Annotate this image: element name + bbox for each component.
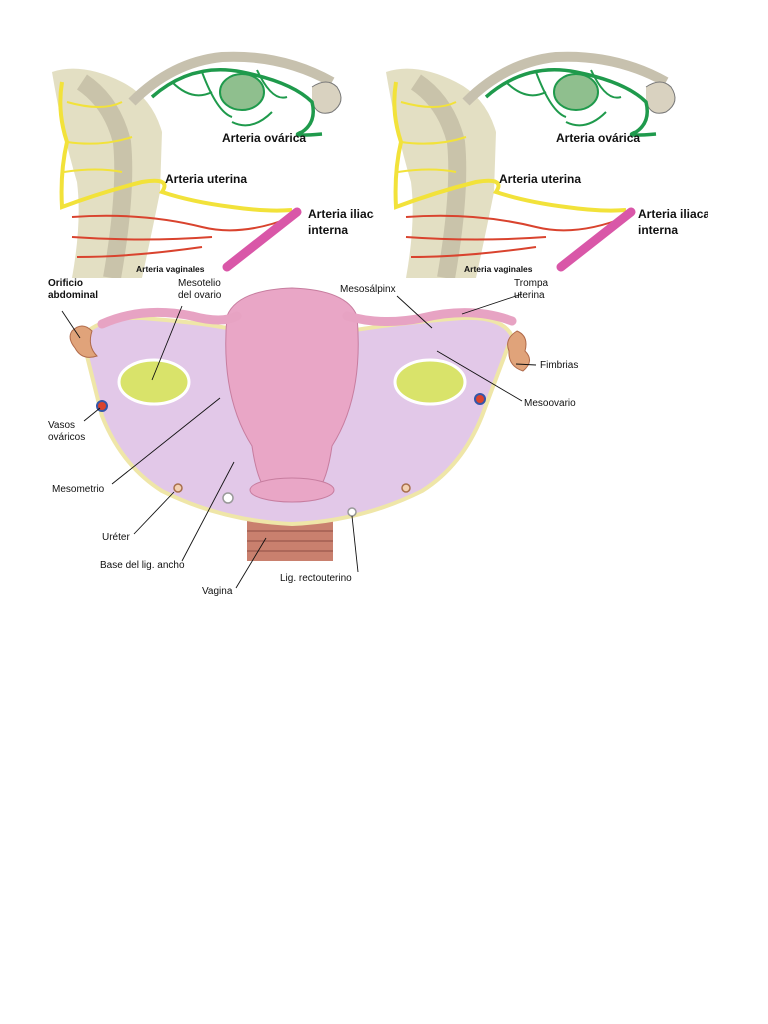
uterine-artery-line [392, 81, 627, 213]
internal-iliac-artery [222, 207, 302, 272]
label-vaginal-arteries: Arteria vaginales [136, 264, 205, 274]
label-uterine-tube-1: Trompa [514, 278, 549, 289]
label-ovary-mesothelium-1: Mesotelio [178, 278, 221, 289]
left-ovary [117, 358, 191, 406]
ovary [219, 73, 265, 111]
broad-ligament-illustration: Orificio abdominal Mesotelio del ovario … [48, 278, 578, 597]
uterus-silhouette [386, 68, 496, 278]
vaginal-arteries-lines [405, 214, 627, 258]
fimbriae-top [645, 81, 676, 114]
left-ureter [173, 483, 183, 493]
right-ureter [401, 483, 411, 493]
label-mesovarium: Mesoovario [524, 398, 576, 409]
label-uterine-tube-2: uterina [514, 290, 545, 301]
cervix [249, 477, 335, 503]
leader-lines [61, 293, 537, 589]
label-internal-iliac-1: Arteria iliaca [308, 207, 374, 221]
label-abdominal-orifice-1: Orificio [48, 278, 83, 289]
label-mesometrium: Mesometrio [52, 484, 105, 495]
label-internal-iliac-2: interna [308, 223, 348, 237]
label-vagina: Vagina [202, 586, 233, 597]
vascular-diagram-left: Arteria ovárica Arteria uterina Arteria … [42, 42, 374, 278]
label-ovarian-artery: Arteria ovárica [222, 131, 306, 145]
internal-iliac-artery [556, 207, 636, 272]
right-fimbriae [507, 330, 530, 372]
right-tube [342, 308, 517, 327]
label-broad-ligament-base: Base del lig. ancho [100, 560, 185, 571]
ovarian-artery-branches [171, 69, 288, 127]
label-internal-iliac-2: interna [638, 223, 678, 237]
fimbriae-top [311, 81, 342, 114]
uterine-wall [410, 74, 467, 278]
label-abdominal-orifice-2: abdominal [48, 290, 98, 301]
ovarian-artery-line [484, 68, 657, 137]
uterine-tube [128, 51, 335, 106]
uterine-artery-branches [397, 101, 467, 173]
label-fimbriae: Fimbrias [540, 360, 578, 371]
label-uterine-artery: Arteria uterina [165, 172, 247, 186]
label-vaginal-arteries: Arteria vaginales [464, 264, 533, 274]
label-mesosalpinx: Mesosálpinx [340, 284, 396, 295]
uterus [225, 287, 359, 492]
right-ovarian-vessels [474, 393, 486, 405]
right-ovary [393, 358, 467, 406]
label-ovarian-vessels-1: Vasos [48, 420, 75, 431]
left-tube [97, 307, 242, 329]
label-internal-iliac-1: Arteria iliaca [638, 207, 708, 221]
vaginal-arteries-lines [71, 214, 293, 258]
rectouterine-marker-left [222, 492, 234, 504]
vagina-rugae [247, 530, 333, 552]
label-ovarian-artery: Arteria ovárica [556, 131, 640, 145]
vascular-diagram-right: Arteria ovárica Arteria uterina Arteria … [376, 42, 708, 278]
vascular-illustration-left: Arteria ovárica Arteria uterina Arteria … [52, 51, 374, 278]
uterine-tube [462, 51, 669, 106]
vascular-illustration-right: Arteria ovárica Arteria uterina Arteria … [386, 51, 708, 278]
ovary [553, 73, 599, 111]
uterus-silhouette [52, 68, 162, 278]
ovarian-artery-branches [505, 69, 622, 127]
ovarian-artery-line [150, 68, 323, 137]
label-ovary-mesothelium-2: del ovario [178, 290, 222, 301]
label-ureter: Uréter [102, 532, 130, 543]
rectouterine-marker-right [347, 507, 357, 517]
uterine-artery-line [58, 81, 293, 213]
uterine-wall [76, 74, 133, 278]
uterine-artery-branches [63, 101, 133, 173]
broad-ligament-diagram: Orificio abdominal Mesotelio del ovario … [42, 276, 602, 606]
label-ovarian-vessels-2: ováricos [48, 432, 85, 443]
label-rectouterine-ligament: Lig. rectouterino [280, 573, 352, 584]
label-uterine-artery: Arteria uterina [499, 172, 581, 186]
